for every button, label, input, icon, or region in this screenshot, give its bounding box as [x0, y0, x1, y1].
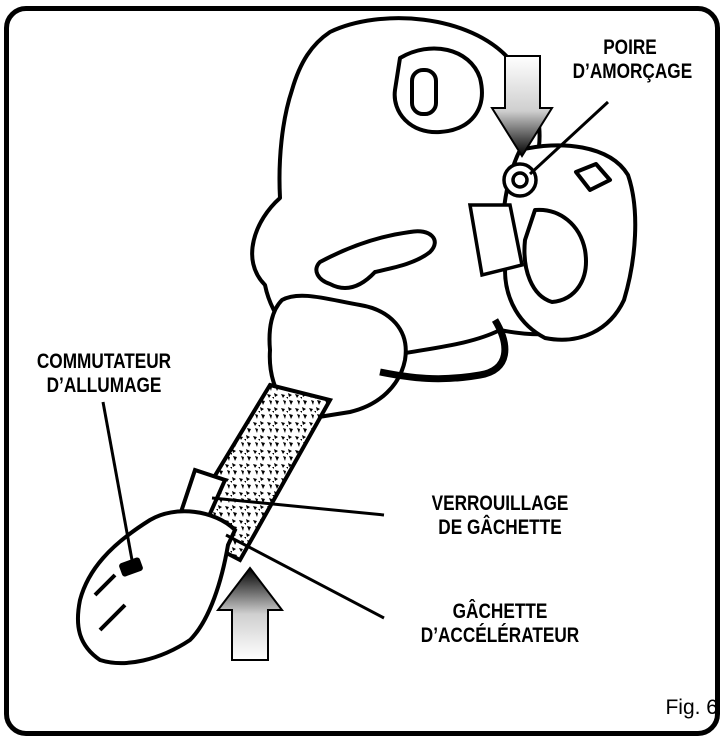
label-throttle-trigger: GÂCHETTE D’ACCÉLÉRATEUR	[420, 600, 580, 647]
air-filter-knob	[410, 68, 438, 116]
side-bracket	[522, 207, 588, 304]
handle-housing	[75, 509, 238, 665]
leader-lockout	[211, 496, 385, 517]
leader-ignition	[101, 401, 134, 561]
figure-number: Fig. 6	[665, 696, 718, 719]
choke-lever	[314, 229, 437, 290]
ignition-switch	[119, 557, 143, 577]
starter-grip	[574, 162, 612, 192]
ignition-wire	[379, 318, 509, 383]
label-ignition-switch: COMMUTATEUR D’ALLUMAGE	[36, 350, 172, 397]
fuel-cap	[392, 46, 484, 135]
leader-primer	[528, 100, 610, 176]
label-trigger-lockout: VERROUILLAGE DE GÂCHETTE	[431, 492, 569, 539]
leader-throttle	[225, 533, 385, 620]
label-primer-bulb: POIRE D’AMORÇAGE	[572, 36, 693, 83]
up-arrow-icon	[215, 566, 285, 661]
down-arrow-icon	[490, 55, 554, 158]
shaft-coupler	[267, 293, 408, 422]
